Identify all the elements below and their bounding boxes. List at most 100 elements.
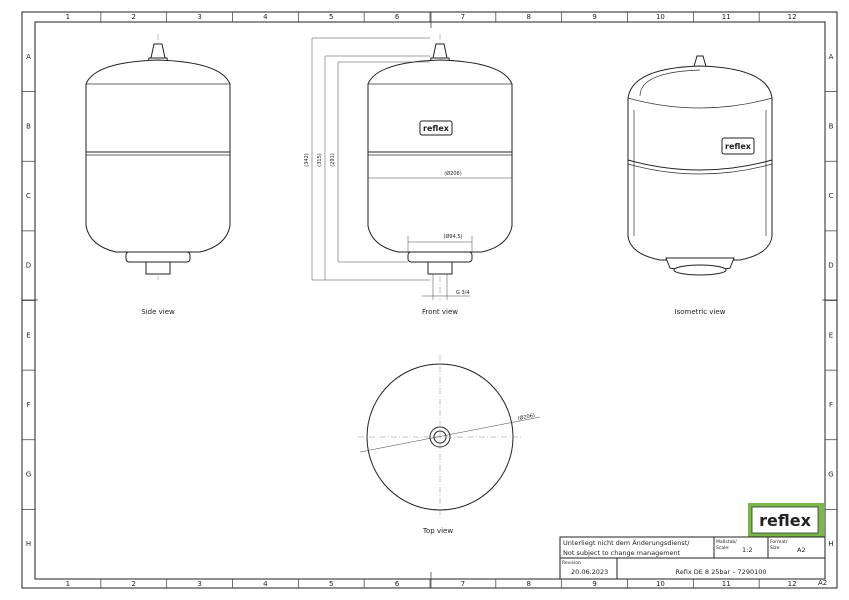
iso-logo-plate (721, 137, 755, 155)
iso-logo-text: reflex (725, 142, 752, 151)
scale-value: 1:2 (742, 546, 752, 554)
grid-left-labels: A B C D E F G H (22, 53, 35, 548)
grid-col-label-bottom: 3 (197, 580, 201, 588)
grid-row-label-right: D (828, 262, 833, 270)
grid-col-label-bottom: 9 (592, 580, 596, 588)
grid-col-label-bottom: 2 (132, 580, 136, 588)
grid-row-label-left: D (26, 262, 31, 270)
grid-row-label-right: G (828, 471, 833, 479)
grid-col-label-bottom: 10 (656, 580, 665, 588)
side-view-valve (150, 43, 166, 59)
dim-94-line (407, 236, 473, 252)
centering-marks (22, 12, 837, 588)
reflex-logo: reflex (748, 503, 824, 537)
grid-row-label-left: B (26, 122, 31, 130)
front-view-flange (407, 251, 473, 263)
front-view-logo-plate (419, 120, 453, 136)
grid-row-label-right: A (829, 53, 834, 61)
grid-col-label-top: 12 (788, 13, 797, 21)
grid-col-label-bottom: 1 (66, 580, 70, 588)
side-view-vessel-body (85, 59, 231, 253)
iso-highlight (639, 69, 701, 97)
note-german: Unterliegt nicht dem Änderungsdienst/ (563, 538, 690, 547)
grid-col-label-bottom: 11 (722, 580, 731, 588)
grid-col-label-top: 7 (461, 13, 465, 21)
dim-315-lines (324, 55, 430, 280)
logo-plate (751, 506, 819, 534)
dim-315-label: (315) (317, 153, 323, 166)
dim-thread-line (422, 274, 470, 300)
grid-col-label-bottom: 4 (263, 580, 268, 588)
dim-thread-label: G 3/4 (456, 290, 470, 296)
grid-row-label-left: C (26, 192, 31, 200)
grid-row-label-right: E (829, 331, 833, 339)
top-view-diameter-label: (Ø206) (517, 412, 535, 422)
isometric-view: reflex Isometric view (627, 55, 773, 316)
dim-206-label: (Ø206) (444, 170, 461, 177)
grid-col-label-bottom: 12 (788, 580, 797, 588)
grid-col-label-top: 6 (395, 13, 400, 21)
grid-right-labels: A B C D E F G H (825, 53, 837, 548)
grid-col-label-top: 3 (197, 13, 201, 21)
top-view: (Ø206) Top view (358, 355, 541, 535)
grid-row-label-left: H (26, 540, 31, 548)
grid-row-label-left: G (26, 471, 31, 479)
side-view: Side view (85, 34, 231, 316)
note-english: Not subject to change management (563, 549, 681, 557)
format-value: A2 (797, 546, 806, 554)
grid-col-label-top: 4 (263, 13, 268, 21)
iso-middle-seam (627, 159, 773, 171)
iso-top-seam (627, 97, 773, 109)
grid-col-label-top: 10 (656, 13, 665, 21)
grid-col-label-top: 1 (66, 13, 70, 21)
drawing-title: Refix DE 8 25bar – 7290100 (676, 568, 767, 576)
grid-row-label-right: B (829, 122, 834, 130)
front-view-label: Front view (422, 308, 458, 316)
dim-342-lines (311, 37, 430, 281)
side-view-label: Side view (141, 308, 175, 316)
grid-col-label-bottom: 7 (461, 580, 465, 588)
grid-col-label-top: 8 (527, 13, 531, 21)
front-view: reflex (342) (315) (291) (Ø206) (Ø94,5) … (304, 34, 513, 316)
format-label-1: Format/ (770, 539, 788, 545)
grid-col-label-bottom: 6 (395, 580, 400, 588)
scale-label-2: Scale: (716, 545, 730, 551)
iso-connection (673, 264, 727, 276)
grid-row-label-right: F (829, 401, 833, 409)
grid-row-label-right: H (828, 540, 833, 548)
grid-row-label-left: A (26, 53, 31, 61)
grid-col-label-top: 9 (592, 13, 596, 21)
grid-row-label-left: E (26, 331, 30, 339)
dim-94-label: (Ø94,5) (444, 233, 463, 240)
front-view-connection (427, 261, 453, 275)
side-view-connection (145, 261, 171, 275)
front-view-logo-text: reflex (423, 124, 450, 133)
grid-row-label-right: C (829, 192, 834, 200)
corner-format: A2 (818, 579, 827, 587)
grid-row-label-left: F (26, 401, 30, 409)
dim-291-lines (337, 61, 430, 263)
iso-middle-seam-2 (627, 163, 773, 175)
dim-342-label: (342) (304, 153, 310, 166)
grid-col-label-top: 11 (722, 13, 731, 21)
grid-col-label-bottom: 8 (527, 580, 531, 588)
top-view-label: Top view (422, 527, 453, 535)
grid-col-label-bottom: 5 (329, 580, 333, 588)
scale-label-1: Maßstab/ (716, 539, 737, 545)
revision-date: 20.06.2023 (571, 568, 608, 576)
front-view-valve (432, 43, 448, 59)
grid-col-label-top: 2 (132, 13, 136, 21)
format-label-2: Size: (770, 545, 781, 551)
revision-label: Revision (562, 560, 581, 566)
grid-col-label-top: 5 (329, 13, 333, 21)
top-view-diameter-line (359, 416, 541, 453)
dim-291-label: (291) (330, 153, 336, 166)
isometric-view-label: Isometric view (675, 308, 726, 316)
side-view-flange (125, 251, 191, 263)
title-block: Unterliegt nicht dem Änderungsdienst/ No… (559, 536, 826, 580)
front-view-vessel-body (367, 59, 513, 253)
logo-text: reflex (759, 511, 811, 530)
